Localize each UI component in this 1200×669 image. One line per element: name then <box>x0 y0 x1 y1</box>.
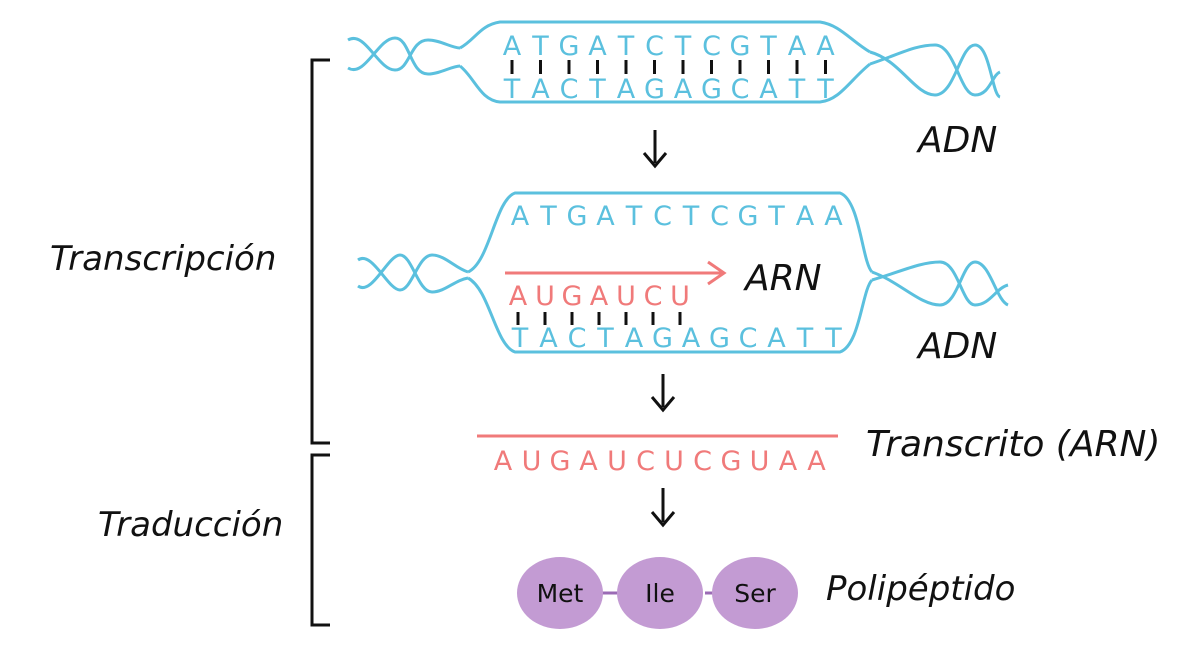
nucleotide: G <box>559 31 580 62</box>
nucleotide: C <box>739 323 758 354</box>
nucleotide: T <box>539 201 557 232</box>
nucleotide: G <box>709 323 730 354</box>
amino-acid-bead <box>517 557 603 629</box>
nucleotide: C <box>731 74 750 105</box>
dna-top-bonds <box>510 60 827 74</box>
arrow-down-icon <box>650 374 676 413</box>
nucleotide: G <box>701 74 722 105</box>
rna-nucleotide: C <box>636 446 655 477</box>
rna-dna-bonds <box>516 312 682 325</box>
translation-bracket <box>310 453 330 627</box>
rna-nucleotide: A <box>807 446 826 477</box>
amino-acid-label: Ser <box>734 579 776 608</box>
transcript-label: Transcrito (ARN) <box>866 424 1160 465</box>
rna-nucleotide: A <box>494 446 513 477</box>
rna-synthesis-arrow <box>505 260 727 286</box>
rna-nucleotide: C <box>644 281 663 312</box>
rna-nucleotide: U <box>522 446 542 477</box>
amino-acid-label: Ile <box>645 579 675 608</box>
nucleotide: A <box>767 323 786 354</box>
rna-nucleotide: C <box>693 446 712 477</box>
nucleotide: C <box>645 31 664 62</box>
nucleotide: T <box>788 74 806 105</box>
nucleotide: T <box>596 323 614 354</box>
rna-nucleotide: A <box>779 446 798 477</box>
nucleotide: A <box>596 201 615 232</box>
rna-nucleotide: U <box>607 446 627 477</box>
dna-double-helix-top <box>347 20 1002 104</box>
nucleotide: T <box>824 323 842 354</box>
nucleotide: A <box>674 74 693 105</box>
nucleotide: A <box>625 323 644 354</box>
nucleotide: C <box>710 201 729 232</box>
nucleotide: C <box>560 74 579 105</box>
nucleotide: T <box>617 31 635 62</box>
nucleotide: A <box>759 74 778 105</box>
rna-nucleotide: G <box>562 281 583 312</box>
nucleotide: T <box>816 74 834 105</box>
rna-nucleotide: A <box>509 281 528 312</box>
nucleotide: C <box>653 201 672 232</box>
nucleotide: A <box>588 31 607 62</box>
polypeptide-chain: Met Ile Ser <box>517 557 798 629</box>
nucleotide: A <box>682 323 701 354</box>
nucleotide: G <box>730 31 751 62</box>
nucleotide: G <box>644 74 665 105</box>
nucleotide: T <box>674 31 692 62</box>
nucleotide: A <box>531 74 550 105</box>
nucleotide: T <box>511 323 529 354</box>
transcription-label: Transcripción <box>50 239 276 279</box>
rna-nucleotide: U <box>616 281 636 312</box>
rna-nucleotide: U <box>664 446 684 477</box>
rna-label: ARN <box>743 258 822 299</box>
polypeptide-label: Polipéptido <box>826 569 1015 609</box>
dna-transcription-bubble <box>357 191 1009 354</box>
amino-acid-bead <box>712 557 798 629</box>
translation-label: Traducción <box>98 505 283 545</box>
rna-nucleotide: A <box>579 446 598 477</box>
nucleotide: G <box>567 201 588 232</box>
rna-nucleotide: U <box>670 281 690 312</box>
dna-label-open: ADN <box>916 326 997 367</box>
transcription-bracket <box>310 58 330 445</box>
rna-nucleotide: U <box>535 281 555 312</box>
nucleotide: A <box>511 201 530 232</box>
nucleotide: A <box>539 323 558 354</box>
rna-nucleotide: G <box>550 446 571 477</box>
nucleotide: A <box>788 31 807 62</box>
rna-nucleotide: G <box>721 446 742 477</box>
nucleotide: C <box>702 31 721 62</box>
nucleotide: A <box>816 31 835 62</box>
rna-nucleotide: A <box>590 281 609 312</box>
rna-nucleotide: U <box>750 446 770 477</box>
dna-label-top: ADN <box>916 120 997 161</box>
nucleotide: T <box>503 74 521 105</box>
nucleotide: T <box>759 31 777 62</box>
nucleotide: A <box>824 201 843 232</box>
amino-acid-label: Met <box>537 579 584 608</box>
arrow-down-icon <box>642 130 668 169</box>
nucleotide: A <box>503 31 522 62</box>
nucleotide: T <box>588 74 606 105</box>
nucleotide: T <box>625 201 643 232</box>
arrow-down-icon <box>650 488 676 528</box>
nucleotide: G <box>738 201 759 232</box>
nucleotide: G <box>652 323 673 354</box>
nucleotide: C <box>568 323 587 354</box>
nucleotide: A <box>617 74 636 105</box>
nucleotide: T <box>767 201 785 232</box>
amino-acid-bead <box>617 557 703 629</box>
nucleotide: A <box>796 201 815 232</box>
nucleotide: T <box>682 201 700 232</box>
nucleotide: T <box>531 31 549 62</box>
nucleotide: T <box>796 323 814 354</box>
